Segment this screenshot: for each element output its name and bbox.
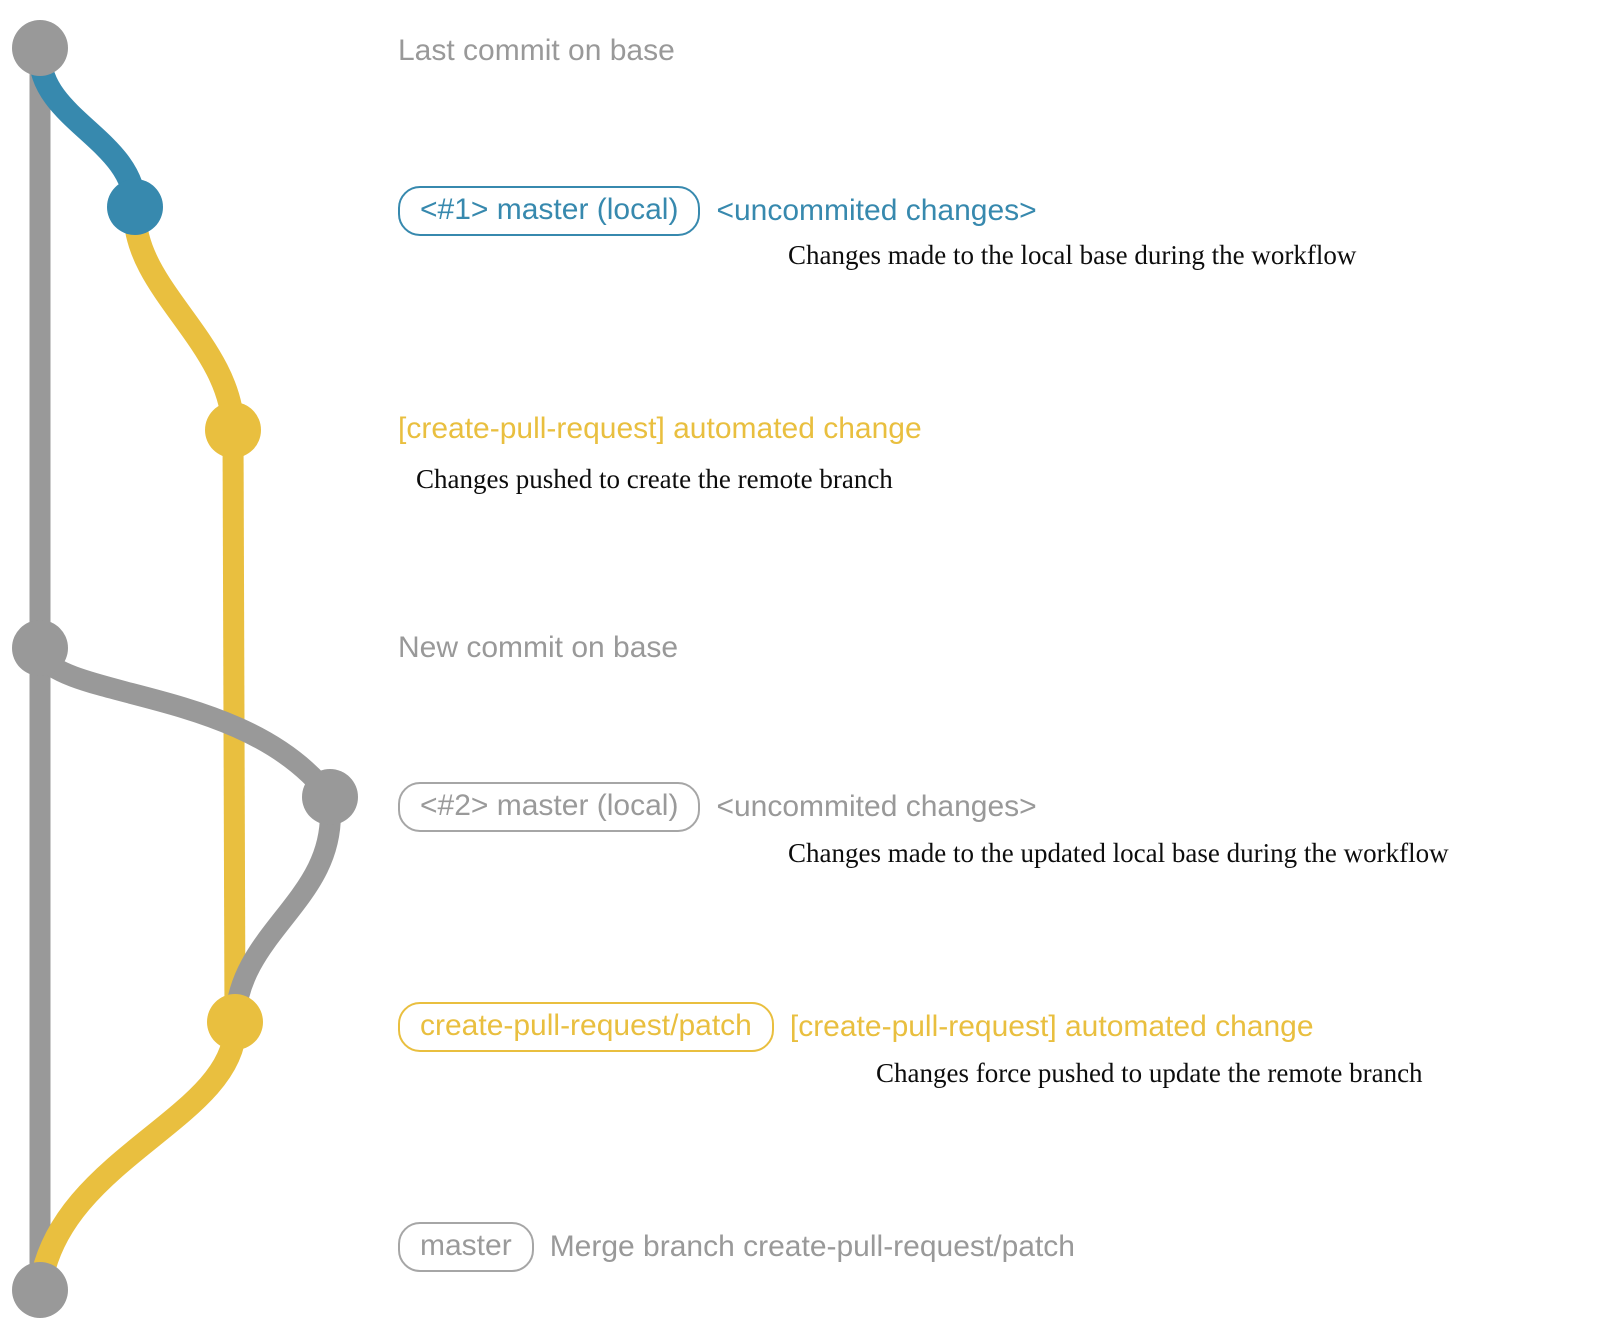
branch-badge-master[interactable]: master — [398, 1222, 534, 1272]
commit-node-master-merge[interactable] — [12, 1262, 68, 1318]
commit-subject-automated-change-2: [create-pull-request] automated change — [789, 1010, 1314, 1043]
row-line-master-merge: master Merge branch create-pull-request/… — [398, 1222, 1075, 1272]
row-last-commit-on-base: Last commit on base — [398, 36, 675, 66]
row-line-create-pull-request-patch: create-pull-request/patch [create-pull-r… — [398, 1002, 1314, 1052]
row-line-master-local-1: <#1> master (local) <uncommited changes> — [398, 186, 1037, 236]
branch-badge-create-pull-request-patch[interactable]: create-pull-request/patch — [398, 1002, 774, 1052]
row-create-pull-request-patch: create-pull-request/patch [create-pull-r… — [398, 1002, 1314, 1052]
row-new-commit-on-base: New commit on base — [398, 633, 678, 663]
edge-patch2-to-merge — [28, 1017, 247, 1302]
edge-local2-to-patch2 — [224, 793, 341, 1033]
commit-graph — [12, 20, 358, 1318]
row-master-merge: master Merge branch create-pull-request/… — [398, 1222, 1075, 1272]
commit-node-base-last[interactable] — [12, 20, 68, 76]
row-line-master-local-2: <#2> master (local) <uncommited changes> — [398, 782, 1037, 832]
branch-badge-master-local-1[interactable]: <#1> master (local) — [398, 186, 701, 236]
row-master-local-1: <#1> master (local) <uncommited changes> — [398, 186, 1037, 236]
edge-basenew-to-local2 — [29, 644, 341, 808]
commit-node-local-2[interactable] — [302, 769, 358, 825]
description-push-create-remote-branch: Changes pushed to create the remote bran… — [416, 464, 893, 494]
commit-subject-uncommited-changes-2: <uncommited changes> — [716, 790, 1037, 823]
commit-node-patch-1[interactable] — [205, 402, 261, 458]
commit-node-patch-2[interactable] — [207, 994, 263, 1050]
commit-subject-uncommited-changes-1: <uncommited changes> — [716, 194, 1037, 227]
description-force-push-update-remote-branch: Changes force pushed to update the remot… — [876, 1058, 1423, 1088]
edge-local1-to-patch1 — [123, 202, 245, 442]
row-automated-change-1: [create-pull-request] automated change — [398, 414, 922, 444]
label-last-commit-on-base: Last commit on base — [398, 34, 675, 67]
description-local-changes-2: Changes made to the updated local base d… — [788, 838, 1449, 868]
commit-subject-automated-change-1: [create-pull-request] automated change — [398, 412, 922, 445]
description-local-changes-1: Changes made to the local base during th… — [788, 240, 1357, 270]
commit-subject-merge-branch: Merge branch create-pull-request/patch — [549, 1230, 1075, 1263]
commit-node-base-new[interactable] — [12, 620, 68, 676]
commit-node-local-1[interactable] — [107, 179, 163, 235]
branch-badge-master-local-2[interactable]: <#2> master (local) — [398, 782, 701, 832]
label-new-commit-on-base: New commit on base — [398, 631, 679, 664]
row-master-local-2: <#2> master (local) <uncommited changes> — [398, 782, 1037, 832]
